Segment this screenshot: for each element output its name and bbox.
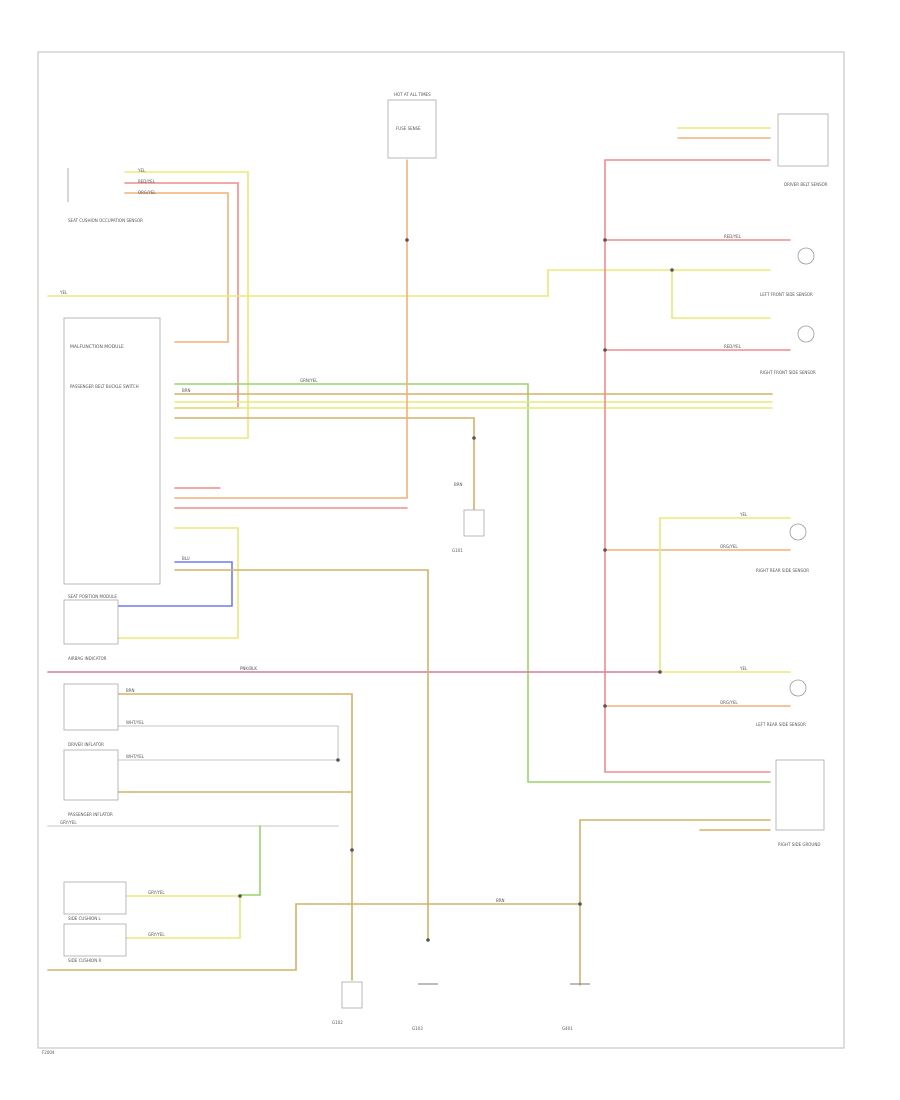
wire-brown-bottom-loop bbox=[47, 819, 771, 971]
wire-label-red-rf: RED/YEL bbox=[724, 344, 742, 349]
wire-label-wht-yel: WHT/YEL bbox=[126, 720, 145, 725]
wire-orange-sensor bbox=[124, 192, 229, 343]
side-cushion-r-label: SIDE CUSHION R bbox=[68, 958, 101, 963]
seat-position-module: SEAT POSITION MODULE AIRBAG INDICATOR bbox=[63, 594, 119, 661]
wire-label-org-yel: ORG/YEL bbox=[138, 190, 156, 195]
seat-position-module-label: SEAT POSITION MODULE bbox=[68, 594, 117, 599]
passenger-inflator-label: PASSENGER INFLATOR bbox=[68, 812, 113, 817]
wire-red-right-trunk bbox=[604, 159, 771, 773]
right-rear-sensor-label: RIGHT REAR SIDE SENSOR bbox=[756, 568, 809, 573]
airbag-module-pin: PASSENGER BELT BUCKLE SWITCH bbox=[70, 384, 139, 389]
wire-label-yel-top: YEL bbox=[137, 168, 146, 173]
wire-label-gry-yel: GRY/YEL bbox=[60, 820, 77, 825]
wire-label-org-lr: ORG/YEL bbox=[720, 700, 738, 705]
fuse-box: HOT AT ALL TIMES FUSE SENSE bbox=[387, 92, 437, 159]
ground-g101-label: G101 bbox=[452, 548, 463, 553]
wire-label-yel-bus: YEL bbox=[59, 290, 68, 295]
passenger-inflator: PASSENGER INFLATOR bbox=[63, 749, 119, 817]
wire-group bbox=[47, 127, 791, 986]
wire-label-gry-yel-cushion: GRY/YEL bbox=[148, 890, 165, 895]
fuse-box-detail: FUSE SENSE bbox=[396, 126, 421, 131]
wire-label-yel-lr: YEL bbox=[739, 666, 748, 671]
wire-label-pink: PNK/BLK bbox=[240, 666, 257, 671]
right-side-ground-conn: RIGHT SIDE GROUND bbox=[775, 759, 825, 847]
wire-white-inflator-upper bbox=[117, 725, 339, 761]
wire-brown-inflator-upper bbox=[117, 693, 353, 981]
wire-orange-fuse-feed bbox=[174, 159, 408, 499]
side-cushion-r: SIDE CUSHION R bbox=[63, 923, 127, 963]
wire-yellow-cushion-r bbox=[125, 895, 241, 939]
airbag-indicator-label: AIRBAG INDICATOR bbox=[68, 656, 107, 661]
wire-brown-to-ground bbox=[174, 417, 475, 511]
side-cushion-l-label: SIDE CUSHION L bbox=[68, 916, 101, 921]
wire-label-wht-yel-2: WHT/YEL bbox=[126, 754, 145, 759]
left-rear-sensor-label: LEFT REAR SIDE SENSOR bbox=[756, 722, 806, 727]
wire-label-brn-g101: BRN bbox=[454, 482, 463, 487]
ground-g102-label: G102 bbox=[332, 1020, 343, 1025]
page-ref: F2004 bbox=[42, 1050, 55, 1055]
ground-g401-label: G401 bbox=[562, 1026, 573, 1031]
wire-yellow-bus-top bbox=[47, 269, 771, 297]
seat-cushion-sensor: SEAT CUSHION OCCUPATION SENSOR bbox=[67, 168, 143, 223]
airbag-module: MALFUNCTION MODULE PASSENGER BELT BUCKLE… bbox=[63, 317, 161, 585]
wire-labels: YEL RED/YEL ORG/YEL YEL GRN/YEL BRN BRN … bbox=[59, 168, 748, 937]
side-cushion-l: SIDE CUSHION L bbox=[63, 881, 127, 921]
wire-label-gry-yel-cushion-2: GRY/YEL bbox=[148, 932, 165, 937]
wire-label-yel-rr: YEL bbox=[739, 512, 748, 517]
wire-green-main bbox=[174, 383, 771, 783]
wire-blue-seat bbox=[81, 561, 233, 607]
left-front-sensor-label: LEFT FRONT SIDE SENSOR bbox=[760, 292, 813, 297]
wire-brown-seat-main bbox=[174, 569, 429, 941]
driver-inflator-label: DRIVER INFLATOR bbox=[68, 742, 104, 747]
ground-g103-label: G103 bbox=[412, 1026, 423, 1031]
left-rear-sensor: LEFT REAR SIDE SENSOR bbox=[756, 679, 807, 727]
ground-g102: G102 bbox=[332, 981, 363, 1025]
wire-yellow-rr-vert bbox=[659, 517, 791, 673]
wire-label-brn-bottom: BRN bbox=[496, 898, 505, 903]
wire-yellow-sensor-top bbox=[124, 171, 249, 439]
wire-label-red-yel: RED/YEL bbox=[138, 179, 156, 184]
fuse-box-title: HOT AT ALL TIMES bbox=[394, 92, 431, 97]
wire-label-brn-inflator: BRN bbox=[126, 688, 135, 693]
wire-label-blu: BLU bbox=[182, 556, 190, 561]
wire-label-brn-main: BRN bbox=[182, 388, 191, 393]
wire-label-grn-yel: GRN/YEL bbox=[300, 378, 318, 383]
wire-green-bottom bbox=[239, 825, 261, 896]
driver-belt-sensor: DRIVER BELT SENSOR bbox=[777, 113, 829, 187]
driver-inflator: DRIVER INFLATOR bbox=[63, 683, 119, 747]
driver-belt-sensor-label: DRIVER BELT SENSOR bbox=[784, 182, 828, 187]
right-front-sensor-label: RIGHT FRONT SIDE SENSOR bbox=[760, 370, 816, 375]
wire-label-red-lf: RED/YEL bbox=[724, 234, 742, 239]
diagram-frame bbox=[37, 51, 845, 1049]
wire-yellow-seat bbox=[117, 527, 239, 639]
ground-g101: G101 bbox=[452, 509, 485, 553]
splice-points bbox=[238, 238, 674, 942]
left-front-sensor: LEFT FRONT SIDE SENSOR bbox=[760, 247, 815, 297]
right-side-ground-label: RIGHT SIDE GROUND bbox=[778, 842, 820, 847]
ground-g103: G103 bbox=[412, 983, 438, 1031]
right-rear-sensor: RIGHT REAR SIDE SENSOR bbox=[756, 523, 809, 573]
wire-yellow-branch-right bbox=[671, 269, 771, 319]
airbag-module-label: MALFUNCTION MODULE bbox=[70, 344, 124, 350]
seat-cushion-sensor-label: SEAT CUSHION OCCUPATION SENSOR bbox=[68, 218, 143, 223]
wire-label-org-rr: ORG/YEL bbox=[720, 544, 738, 549]
ground-g401: G401 bbox=[562, 983, 590, 1031]
right-front-sensor: RIGHT FRONT SIDE SENSOR bbox=[760, 325, 816, 375]
